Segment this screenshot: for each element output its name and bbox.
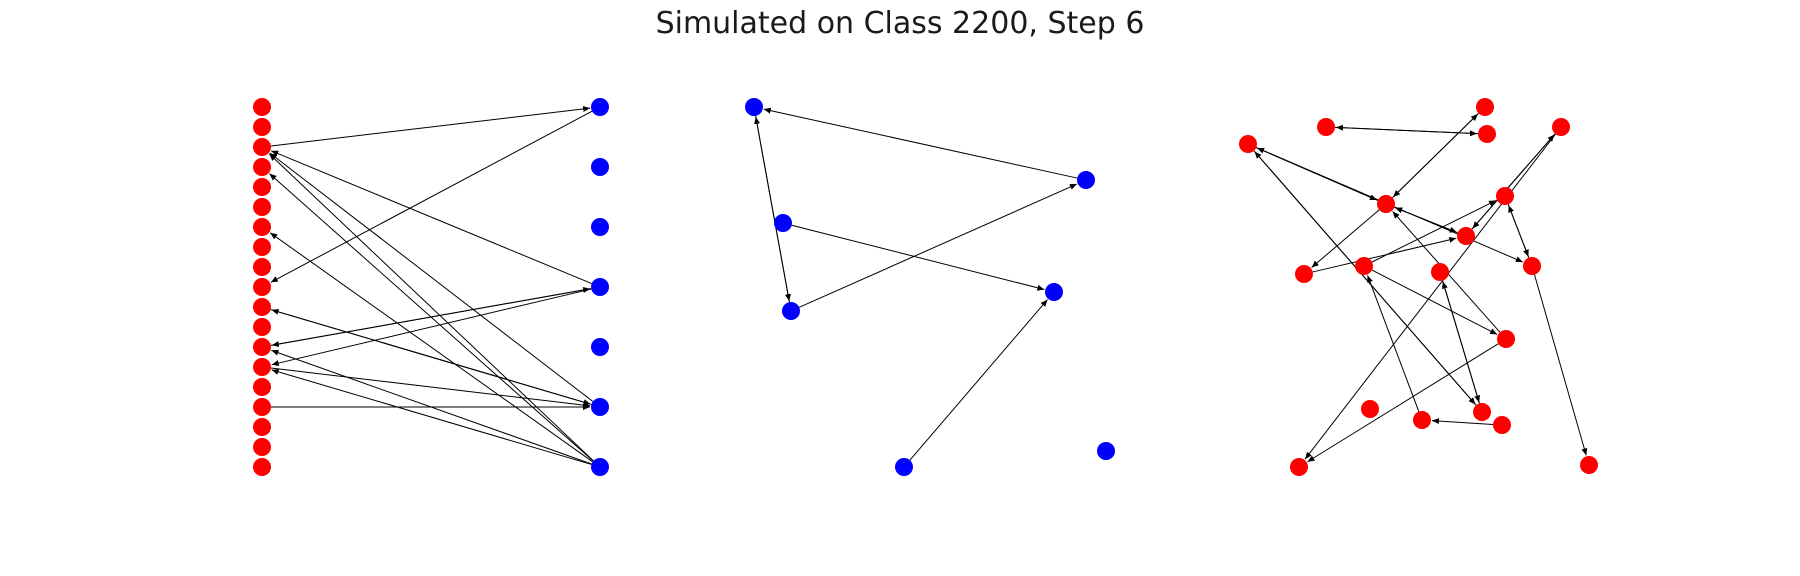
panel-blue-graph — [745, 98, 1115, 476]
red-node — [1355, 257, 1373, 275]
red-node — [1478, 125, 1496, 143]
red-edge — [1335, 124, 1479, 135]
red-node — [1493, 416, 1511, 434]
red-node — [1497, 330, 1515, 348]
figure-title: Simulated on Class 2200, Step 6 — [655, 6, 1145, 41]
red-edge — [1472, 133, 1556, 229]
panel-red-graph — [1239, 98, 1598, 476]
bipartite-edge — [269, 232, 593, 463]
left-node — [253, 138, 271, 156]
red-node — [1290, 458, 1308, 476]
bipartite-edge — [270, 309, 591, 406]
red-edge — [1508, 205, 1530, 258]
blue-node — [1097, 442, 1115, 460]
panel-bipartite-graph — [253, 98, 609, 476]
right-node — [591, 158, 609, 176]
blue-edge — [799, 183, 1078, 308]
left-node — [253, 418, 271, 436]
left-node — [253, 338, 271, 356]
red-node — [1431, 263, 1449, 281]
bipartite-edge — [270, 367, 591, 408]
blue-edge — [763, 107, 1078, 179]
red-edge — [1371, 199, 1497, 263]
left-node — [253, 378, 271, 396]
blue-node — [1077, 171, 1095, 189]
red-node — [1239, 135, 1257, 153]
left-node — [253, 98, 271, 116]
red-node — [1476, 98, 1494, 116]
blue-node — [895, 458, 913, 476]
right-node — [591, 98, 609, 116]
bipartite-edge — [269, 152, 594, 402]
red-node — [1473, 403, 1491, 421]
bipartite-edge — [268, 153, 594, 462]
red-node — [1496, 187, 1514, 205]
left-node — [253, 178, 271, 196]
red-edge — [1431, 418, 1494, 425]
left-node — [253, 358, 271, 376]
right-node — [591, 338, 609, 356]
blue-edge — [791, 224, 1045, 291]
right-node — [591, 398, 609, 416]
left-node — [253, 118, 271, 136]
red-node — [1523, 257, 1541, 275]
left-node — [253, 238, 271, 256]
red-node — [1413, 411, 1431, 429]
right-node — [591, 278, 609, 296]
red-node — [1317, 118, 1335, 136]
red-edge — [1442, 280, 1480, 403]
red-node — [1361, 400, 1379, 418]
blue-node — [782, 302, 800, 320]
red-edge — [1307, 343, 1499, 463]
bipartite-edge — [271, 368, 592, 465]
red-node — [1552, 118, 1570, 136]
bipartite-edge — [270, 110, 593, 283]
right-node — [591, 458, 609, 476]
bipartite-edge — [270, 106, 591, 147]
red-edge — [1312, 236, 1457, 273]
left-node — [253, 438, 271, 456]
red-edge — [1311, 209, 1380, 268]
left-node — [253, 278, 271, 296]
left-node — [253, 398, 271, 416]
left-node — [253, 318, 271, 336]
bipartite-edge — [271, 288, 592, 367]
blue-node — [774, 214, 792, 232]
left-node — [253, 198, 271, 216]
red-node — [1377, 195, 1395, 213]
red-edge — [1392, 113, 1479, 199]
red-edge — [1367, 275, 1420, 412]
blue-node — [1045, 283, 1063, 301]
red-edge — [1371, 269, 1498, 335]
red-edge — [1304, 133, 1556, 460]
bipartite-edge — [270, 287, 591, 346]
red-node — [1580, 456, 1598, 474]
red-edge — [1254, 151, 1477, 406]
blue-node — [745, 98, 763, 116]
right-node — [591, 218, 609, 236]
left-node — [253, 158, 271, 176]
bipartite-edge — [271, 150, 592, 285]
red-edge — [1533, 274, 1588, 456]
red-node — [1295, 265, 1313, 283]
blue-edge — [754, 116, 790, 303]
left-node — [253, 458, 271, 476]
left-node — [253, 258, 271, 276]
left-node — [253, 298, 271, 316]
left-node — [253, 218, 271, 236]
blue-edge — [909, 299, 1048, 461]
red-node — [1457, 227, 1475, 245]
